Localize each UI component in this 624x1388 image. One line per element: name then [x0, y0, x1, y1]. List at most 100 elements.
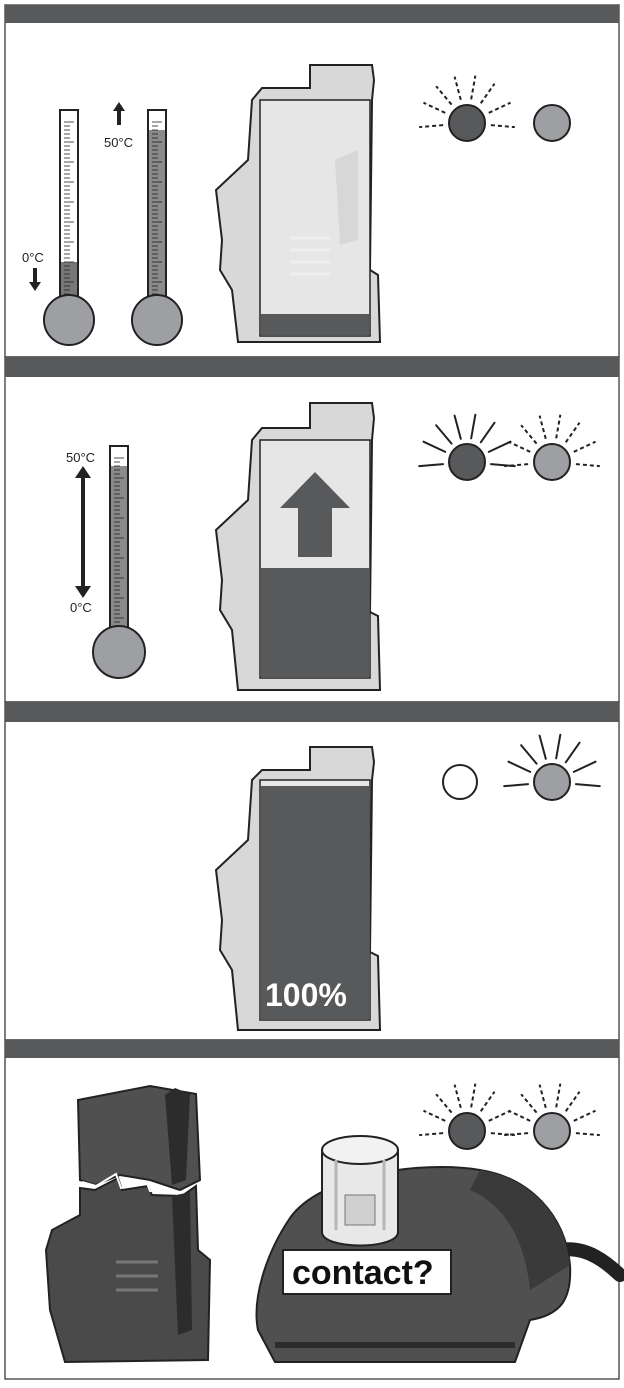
led-indicators — [418, 413, 600, 481]
led-red-icon — [448, 443, 486, 481]
thermometer-bulb — [43, 294, 95, 346]
led-blink-ray — [490, 124, 515, 129]
led-blink-ray — [470, 75, 477, 100]
thermometer-scale — [64, 121, 74, 299]
contact-label-box — [282, 1249, 452, 1295]
led-glow-ray — [572, 760, 597, 773]
led-blink-ray — [490, 1132, 515, 1137]
led-glow-ray — [435, 424, 453, 445]
arrow-down-icon — [75, 586, 91, 598]
led-blink-ray — [575, 1132, 600, 1137]
broken-battery — [44, 1084, 212, 1364]
led-glow-ray — [479, 421, 496, 444]
led-blink-ray — [453, 76, 462, 101]
arrow-up-icon — [75, 466, 91, 478]
battery-window — [259, 99, 371, 337]
led-glow-ray — [574, 783, 601, 788]
led-glow-ray — [503, 783, 530, 788]
led-green-icon — [533, 763, 571, 801]
led-red-off-icon — [442, 764, 478, 800]
led-glow-ray — [418, 463, 445, 468]
led-blink-ray — [419, 124, 444, 129]
led-green-blinking — [504, 1083, 600, 1150]
led-glow-ray — [422, 440, 447, 453]
led-red-on — [418, 413, 516, 481]
led-blink-ray — [423, 101, 446, 114]
led-glow-ray — [564, 741, 581, 764]
led-blink-ray — [470, 1083, 477, 1108]
temp-label-bottom: 0°C — [70, 600, 92, 615]
battery-charge-level — [261, 786, 369, 1019]
led-blink-ray — [508, 1109, 531, 1122]
battery-charge-level — [261, 314, 369, 335]
led-blink-ray — [435, 85, 453, 106]
panel-header-bar — [5, 1040, 619, 1058]
led-green-blinking — [504, 414, 600, 481]
contact-label: contact? — [292, 1254, 434, 1292]
led-green — [533, 104, 571, 142]
battery-pack — [214, 64, 382, 343]
led-glow-ray — [487, 440, 512, 453]
led-red-off — [442, 764, 478, 800]
panel-header-bar — [5, 702, 619, 722]
led-green-icon — [533, 1112, 571, 1150]
led-green-on — [503, 733, 601, 801]
led-blink-ray — [479, 83, 496, 104]
arrow-up-icon — [113, 102, 125, 111]
battery-pack — [214, 402, 382, 691]
led-glow-ray — [470, 413, 477, 440]
led-glow-ray — [507, 760, 532, 773]
thermometer-bulb — [131, 294, 183, 346]
crack-line — [81, 1172, 183, 1193]
thermometer-scale — [152, 121, 162, 299]
charger: contact? — [255, 1135, 624, 1363]
led-blink-ray — [555, 1083, 562, 1108]
panel-fault: contact? — [4, 1039, 624, 1380]
led-red-icon — [448, 1112, 486, 1150]
panel-temperature-out-of-range: 0°C 50°C — [4, 4, 620, 358]
battery-percent-label: 100% — [265, 977, 347, 1013]
led-blink-ray — [573, 1109, 596, 1122]
led-red-blinking — [419, 1083, 515, 1150]
led-glow-ray — [538, 734, 547, 760]
led-red-blinking — [419, 75, 515, 142]
panel-charging: 50°C 0°C — [4, 356, 620, 703]
panel-header-bar — [5, 357, 619, 377]
led-blink-ray — [538, 1084, 547, 1109]
led-blink-ray — [488, 1109, 511, 1122]
led-blink-ray — [435, 1093, 453, 1114]
temp-label-hot: 50°C — [104, 135, 133, 150]
led-indicators — [419, 75, 571, 142]
led-glow-ray — [453, 414, 462, 440]
led-blink-ray — [453, 1084, 462, 1109]
led-blink-ray — [564, 1091, 581, 1112]
led-indicators — [442, 733, 601, 801]
led-blink-ray — [564, 422, 581, 443]
led-blink-ray — [555, 414, 562, 439]
led-blink-ray — [508, 440, 531, 453]
led-blink-ray — [575, 463, 600, 468]
thermometer-range: 50°C 0°C — [66, 445, 146, 679]
led-blink-ray — [538, 415, 547, 440]
led-red-icon — [448, 104, 486, 142]
battery-pack: 100% — [214, 746, 382, 1031]
thermometer-bulb — [92, 625, 146, 679]
led-blink-ray — [488, 101, 511, 114]
led-green-icon — [533, 104, 571, 142]
led-green-icon — [533, 443, 571, 481]
led-glow-ray — [555, 733, 562, 760]
panel-header-bar — [5, 5, 619, 23]
led-blink-ray — [419, 1132, 444, 1137]
led-blink-ray — [520, 1093, 538, 1114]
thermometer-cold: 0°C — [22, 109, 95, 346]
temp-label-cold: 0°C — [22, 250, 44, 265]
led-blink-ray — [504, 1132, 529, 1137]
temp-label-top: 50°C — [66, 450, 95, 465]
led-blink-ray — [520, 424, 538, 445]
led-blink-ray — [479, 1091, 496, 1112]
charging-up-arrow-icon — [280, 472, 350, 557]
arrow-down-icon — [29, 282, 41, 291]
led-blink-ray — [504, 463, 529, 468]
led-blink-ray — [573, 440, 596, 453]
